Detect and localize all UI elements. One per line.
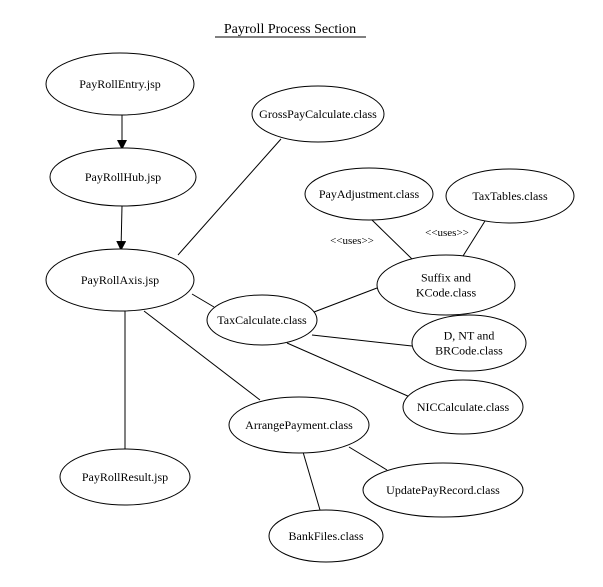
node-ellipse bbox=[49, 147, 197, 207]
node-result: PayRollResult.jsp bbox=[59, 448, 191, 506]
nodes-layer: PayRollEntry.jspPayRollHub.jspPayRollAxi… bbox=[45, 52, 575, 563]
edge-axis-gross bbox=[177, 138, 282, 256]
node-label: TaxTables.class bbox=[472, 189, 548, 203]
edge-taxcalc-nic bbox=[286, 342, 411, 398]
uses-label-taxtables: <<uses>> bbox=[425, 227, 469, 239]
node-label: BankFiles.class bbox=[289, 529, 364, 543]
node-label: GrossPayCalculate.class bbox=[259, 107, 377, 121]
edge-suffix-payadj bbox=[371, 219, 413, 260]
node-gross: GrossPayCalculate.class bbox=[251, 85, 385, 143]
edge-arrange-bank bbox=[302, 451, 321, 511]
node-ellipse bbox=[45, 248, 195, 312]
node-label: PayRollEntry.jsp bbox=[79, 77, 161, 91]
node-label: PayRollResult.jsp bbox=[82, 470, 168, 484]
node-entry: PayRollEntry.jsp bbox=[45, 52, 195, 116]
edge-hub-axis bbox=[116, 205, 127, 251]
node-ellipse bbox=[206, 294, 318, 346]
edge-axis-arrange bbox=[143, 310, 261, 401]
node-label: UpdatePayRecord.class bbox=[386, 483, 500, 497]
uses-label-payadjustment: <<uses>> bbox=[330, 235, 374, 247]
node-bank: BankFiles.class bbox=[268, 509, 384, 563]
node-ellipse bbox=[362, 462, 524, 518]
node-label: PayRollAxis.jsp bbox=[81, 273, 159, 287]
edge-taxcalc-dnt bbox=[311, 334, 413, 347]
node-taxtables: TaxTables.class bbox=[445, 168, 575, 224]
node-ellipse bbox=[411, 314, 527, 372]
node-nic: NICCalculate.class bbox=[402, 379, 524, 435]
node-label: TaxCalculate.class bbox=[217, 313, 307, 327]
edge-suffix-taxtables bbox=[462, 220, 486, 257]
edge-taxcalc-suffix bbox=[313, 287, 378, 313]
node-label: PayRollHub.jsp bbox=[85, 170, 161, 184]
node-ellipse bbox=[376, 254, 516, 316]
node-label: KCode.class bbox=[416, 286, 477, 300]
node-label: BRCode.class bbox=[435, 344, 503, 358]
node-ellipse bbox=[402, 379, 524, 435]
node-label: ArrangePayment.class bbox=[245, 418, 353, 432]
node-payadj: PayAdjustment.class bbox=[304, 167, 434, 221]
edge-arrange-update bbox=[348, 446, 388, 471]
node-ellipse bbox=[45, 52, 195, 116]
node-label: Suffix and bbox=[421, 271, 471, 285]
node-ellipse bbox=[304, 167, 434, 221]
edge-axis-taxcalc bbox=[191, 293, 215, 308]
node-label: PayAdjustment.class bbox=[319, 187, 420, 201]
node-label: NICCalculate.class bbox=[417, 400, 510, 414]
node-hub: PayRollHub.jsp bbox=[49, 147, 197, 207]
diagram-title: Payroll Process Section bbox=[224, 22, 356, 37]
node-ellipse bbox=[251, 85, 385, 143]
node-label: D, NT and bbox=[444, 329, 495, 343]
node-ellipse bbox=[445, 168, 575, 224]
node-ellipse bbox=[59, 448, 191, 506]
node-axis: PayRollAxis.jsp bbox=[45, 248, 195, 312]
node-update: UpdatePayRecord.class bbox=[362, 462, 524, 518]
node-arrange: ArrangePayment.class bbox=[228, 396, 370, 454]
edges-layer bbox=[116, 115, 486, 511]
node-ellipse bbox=[268, 509, 384, 563]
node-taxcalc: TaxCalculate.class bbox=[206, 294, 318, 346]
node-ellipse bbox=[228, 396, 370, 454]
